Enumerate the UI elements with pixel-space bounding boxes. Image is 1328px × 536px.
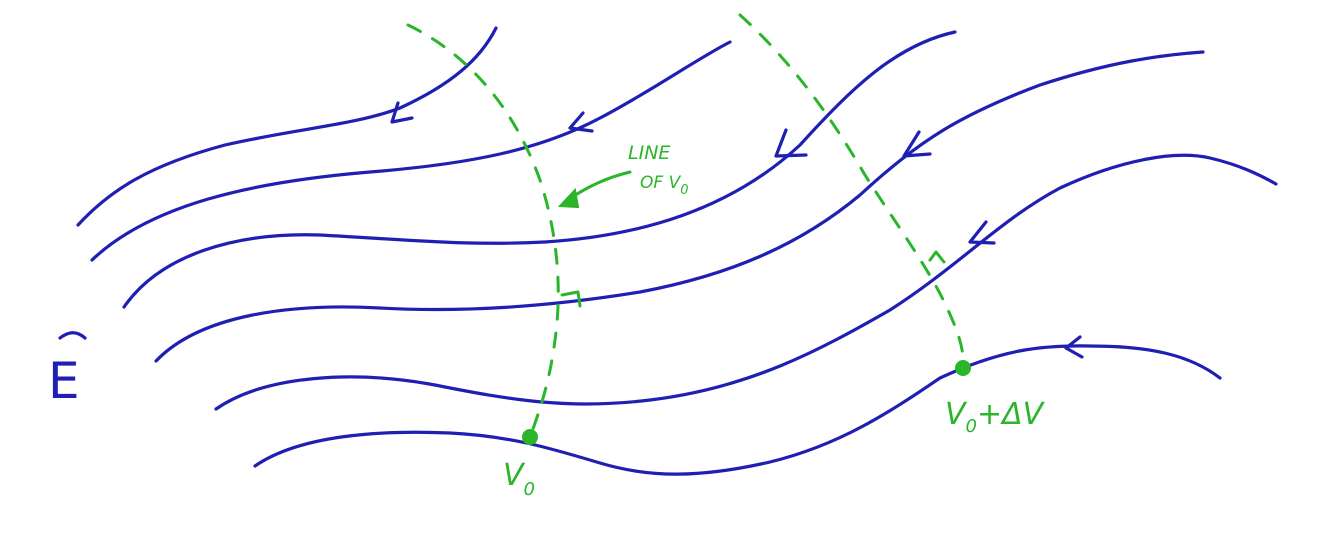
field-line-1 (76, 26, 498, 227)
electric-field-lines (76, 26, 1278, 476)
v0-plus-dv-subscript: 0 (966, 416, 977, 437)
arrowhead-2 (568, 111, 594, 133)
field-line-6 (253, 344, 1222, 476)
electric-field-symbol: E (48, 331, 87, 410)
field-line-5 (214, 153, 1278, 411)
field-line-2 (90, 40, 732, 262)
arrowhead-1 (390, 101, 414, 124)
equipotential-line-v0 (406, 23, 560, 439)
v0-subscript: 0 (524, 479, 535, 500)
line-of-v0-label-top: LINE (628, 142, 670, 164)
field-direction-arrows (390, 101, 1084, 359)
right-angle-marker-right (928, 250, 946, 264)
vector-arrow-icon (58, 331, 87, 340)
point-v0-plus-dv (955, 360, 971, 376)
field-line-4 (154, 50, 1205, 363)
equipotential-lines (406, 13, 965, 439)
v0-label: V0 (503, 458, 535, 500)
annotation-arrowhead (557, 187, 580, 209)
line-of-v0-label-bottom: OF V0 (640, 173, 688, 198)
v0-plus-dv-label: V0+ΔV (945, 397, 1046, 437)
right-angle-marker-left (560, 290, 582, 308)
field-symbol-label: E (48, 352, 80, 410)
equipotential-line-v0-plus-dv (738, 13, 965, 370)
arrowhead-5 (968, 220, 996, 245)
point-v0 (522, 429, 538, 445)
arrowhead-4 (902, 130, 932, 158)
line-of-v0-subscript: 0 (680, 183, 688, 198)
v0-plus-dv-rest: +ΔV (977, 397, 1046, 432)
annotation-arrow-curve (566, 170, 632, 202)
field-line-3 (122, 30, 957, 309)
arrowhead-6 (1064, 335, 1084, 359)
arrowhead-3 (774, 128, 808, 158)
